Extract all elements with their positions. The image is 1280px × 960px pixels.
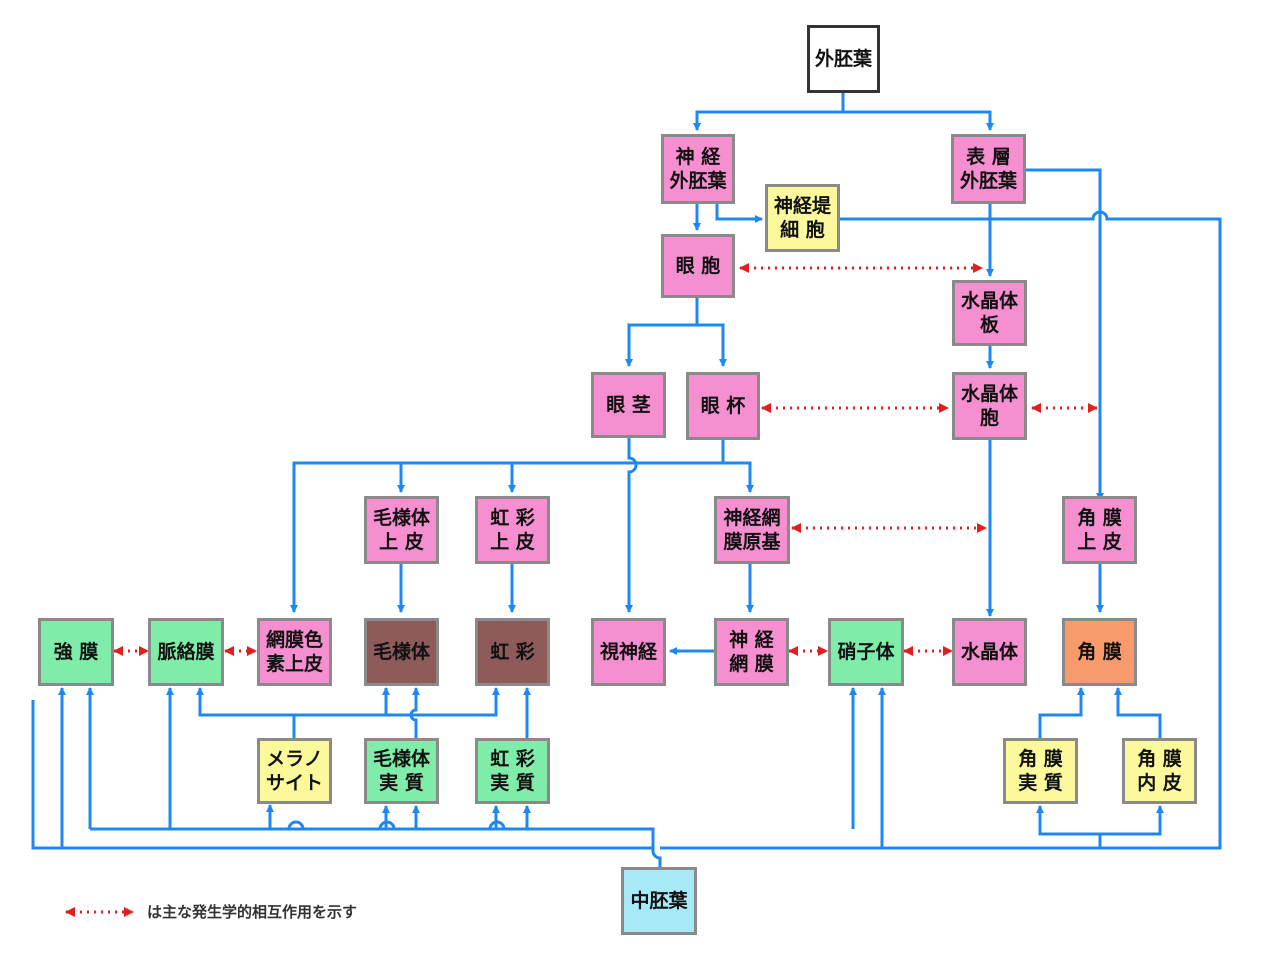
node-iris: 虹 彩 <box>475 618 550 686</box>
node-corneal-epithelium: 角 膜 上 皮 <box>1062 496 1137 564</box>
node-optic-vesicle: 眼 胞 <box>661 234 735 298</box>
node-melanocyte: メラノ サイト <box>257 738 332 804</box>
node-corneal-stroma: 角 膜 実 質 <box>1003 738 1078 804</box>
node-lens-vesicle: 水晶体 胞 <box>952 372 1027 440</box>
node-choroid: 脈絡膜 <box>148 618 224 686</box>
interaction-arrows <box>65 263 1098 917</box>
node-iris-stroma: 虹 彩 実 質 <box>475 738 550 804</box>
node-corneal-endothelium: 角 膜 内 皮 <box>1122 738 1197 804</box>
node-lens: 水晶体 <box>952 618 1027 686</box>
node-mesoderm: 中胚葉 <box>621 867 697 935</box>
node-iris-epithelium: 虹 彩 上 皮 <box>475 496 550 564</box>
node-cornea: 角 膜 <box>1062 618 1137 686</box>
node-neural-crest: 神経堤 細 胞 <box>765 184 840 252</box>
node-optic-cup: 眼 杯 <box>686 372 760 440</box>
node-ciliary-body: 毛様体 <box>364 618 439 686</box>
node-surface-ectoderm: 表 層 外胚葉 <box>951 134 1026 204</box>
node-neural-ectoderm: 神 経 外胚葉 <box>661 134 735 204</box>
node-lens-placode: 水晶体 板 <box>952 280 1027 346</box>
node-ciliary-stroma: 毛様体 実 質 <box>364 738 439 804</box>
node-sclera: 強 膜 <box>38 618 114 686</box>
node-rpe: 網膜色 素上皮 <box>257 618 332 686</box>
node-neural-retina: 神 経 網 膜 <box>714 618 789 686</box>
node-ciliary-epithelium: 毛様体 上 皮 <box>364 496 439 564</box>
node-optic-stalk: 眼 茎 <box>591 372 666 438</box>
node-ectoderm: 外胚葉 <box>807 25 880 93</box>
node-neural-retina-primordium: 神経網 膜原基 <box>714 496 790 564</box>
node-optic-nerve: 視神経 <box>591 618 666 686</box>
node-vitreous: 硝子体 <box>828 618 904 686</box>
legend-text: は主な発生学的相互作用を示す <box>147 903 358 921</box>
lineage-arrows <box>31 92 1222 867</box>
